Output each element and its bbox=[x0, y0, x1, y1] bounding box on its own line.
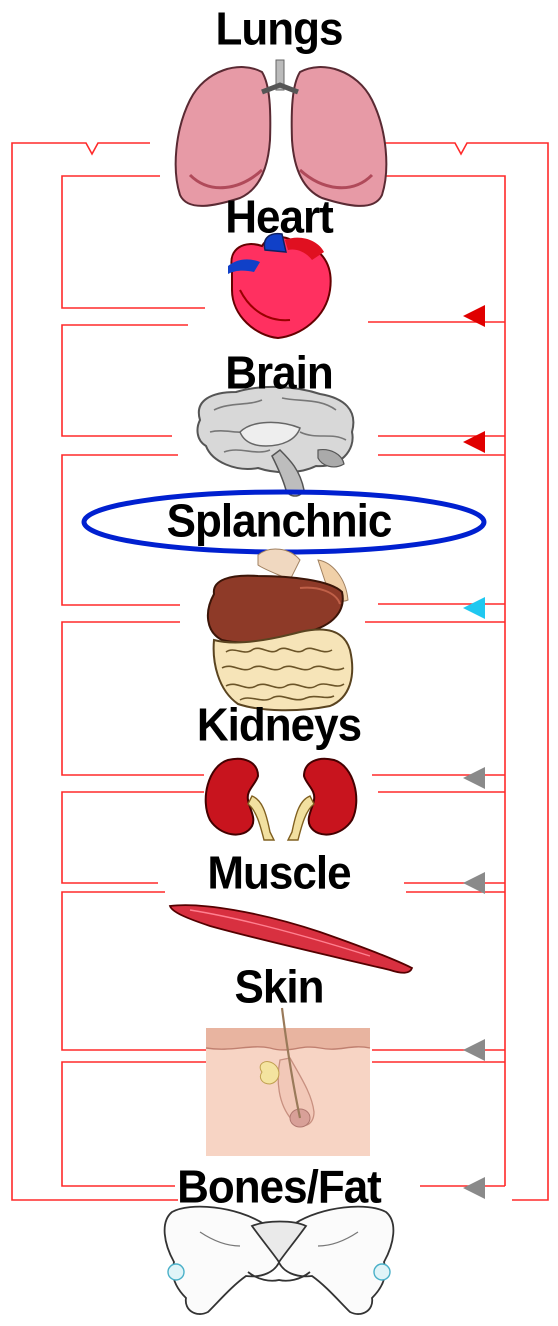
arrow-splanchnic bbox=[463, 597, 485, 619]
label-muscle: Muscle bbox=[0, 851, 558, 897]
flow-arrows bbox=[463, 305, 485, 1199]
outer-venous-line bbox=[12, 143, 178, 1200]
label-heart: Heart bbox=[0, 195, 558, 241]
arrow-brain bbox=[463, 431, 485, 453]
skin-icon bbox=[206, 1008, 370, 1156]
label-bones-fat: Bones/Fat bbox=[0, 1165, 558, 1211]
inner-arterial-line bbox=[378, 176, 505, 1186]
outer-arterial-line bbox=[385, 143, 548, 1200]
label-brain: Brain bbox=[0, 351, 558, 397]
heart-icon bbox=[228, 234, 331, 338]
label-kidneys: Kidneys bbox=[0, 703, 558, 749]
kidney-venous-line bbox=[62, 622, 204, 775]
lungs-icon bbox=[176, 60, 387, 206]
brain-icon bbox=[198, 387, 354, 496]
label-lungs: Lungs bbox=[0, 7, 558, 53]
arrow-heart bbox=[463, 305, 485, 327]
pelvis-icon bbox=[165, 1207, 394, 1314]
label-splanchnic: Splanchnic bbox=[0, 499, 558, 545]
kidneys-icon bbox=[206, 759, 357, 840]
arrow-skin bbox=[463, 1039, 485, 1061]
liver-intestines-icon bbox=[208, 549, 352, 710]
label-skin: Skin bbox=[0, 965, 558, 1011]
arrow-kidneys bbox=[463, 767, 485, 789]
